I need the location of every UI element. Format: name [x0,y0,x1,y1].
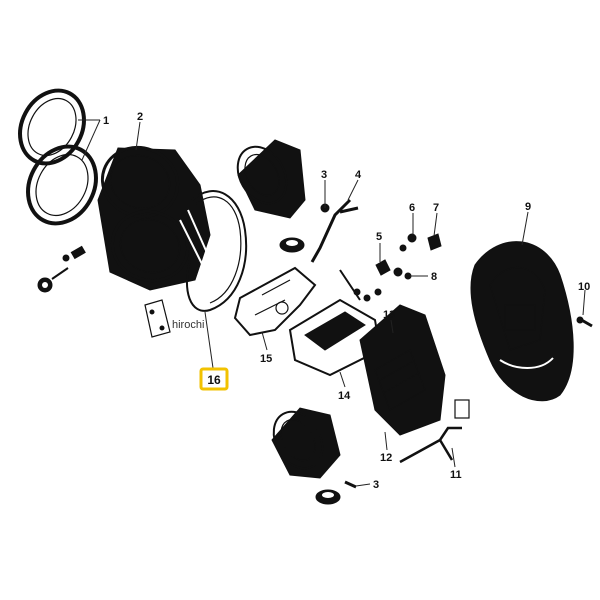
bracket-frame [233,266,317,337]
clip-5 [375,259,391,276]
callout-10: 10 [578,281,590,293]
bulb-cluster [353,288,382,302]
callout-3-lower: 3 [373,479,379,491]
instrument-housing [97,146,211,291]
adjust-knob [37,267,69,293]
mounting-plate [144,299,171,338]
watermark: hirochi [172,319,204,331]
warning-light-housing [359,304,470,436]
callout-12: 12 [380,452,392,464]
trim-ring-upper [18,88,86,166]
rear-cover [470,241,574,402]
callout-3-upper: 3 [321,169,327,181]
callout-11: 11 [450,469,462,481]
callout-16-label: 16 [207,373,221,387]
callout-7: 7 [433,202,439,214]
gasket-loop [185,190,248,312]
callout-2: 2 [137,111,143,123]
callout-1: 1 [103,115,109,127]
highlighted-callout-16: 16 [199,367,229,391]
small-bolt [62,245,86,262]
callout-4: 4 [355,169,362,181]
meter-cup-upper [236,139,306,219]
bent-rod-lower [399,426,462,464]
meter-cup-lower [271,407,341,479]
bent-rod [310,198,359,263]
callout-5: 5 [376,231,382,243]
clip-6 [399,233,417,252]
callout-13: 13 [383,309,395,321]
clip-8 [393,267,412,280]
callout-8: 8 [431,271,437,283]
switch-panel [288,269,382,377]
screw-10 [576,316,593,328]
callout-14: 14 [338,390,351,402]
callout-6: 6 [409,202,415,214]
clip-7 [427,233,442,251]
screw-3-lower [344,480,357,489]
drive-nut-lower [315,489,341,505]
trim-ring-lower [26,144,98,226]
leader-lines [78,119,586,487]
drive-nut-upper [279,237,305,253]
callout-9: 9 [525,201,531,213]
callout-15: 15 [260,353,272,365]
